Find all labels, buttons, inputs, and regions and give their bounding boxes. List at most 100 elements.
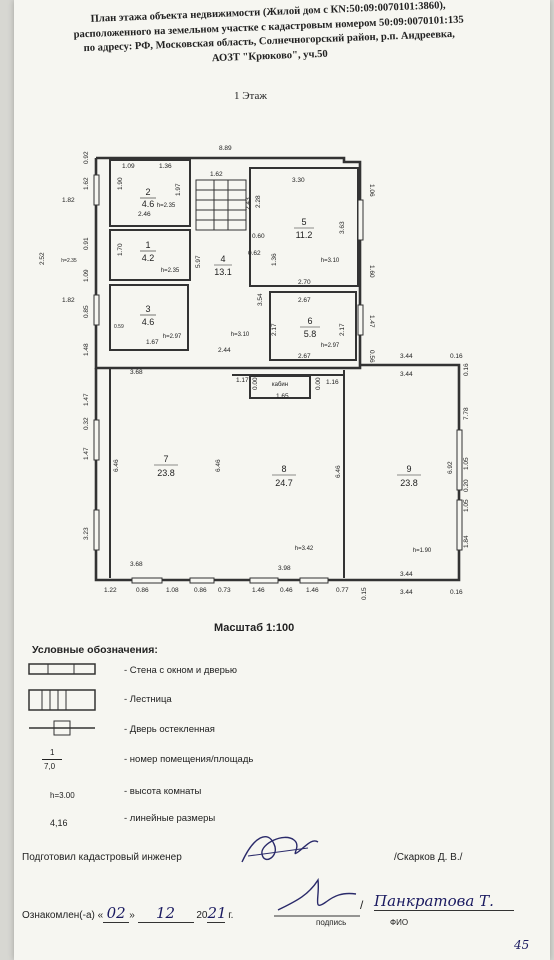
dim-rb-4: 7.78 xyxy=(463,407,470,420)
room-2-area: 4.6 xyxy=(142,199,155,209)
dim-inner-5: 2.43 xyxy=(245,197,252,210)
dim-bottom-3: 1.08 xyxy=(166,587,179,594)
dim-inner-12: 2.70 xyxy=(298,279,311,286)
bottom-wall xyxy=(94,368,360,582)
date-year-prefix: 20 xyxy=(196,910,208,921)
date-year-unit: г. xyxy=(228,910,234,921)
room-3-number: 3 xyxy=(145,304,150,314)
dim-inner-22: 1.16 xyxy=(326,379,339,386)
dim-inner-4: 1.70 xyxy=(117,243,124,256)
floor-plan: 2 4.6 h=2.35 1 4.2 h=2.35 3 4.6 h=2.97 4… xyxy=(39,145,470,600)
document-title: План этажа объекта недвижимости (Жилой д… xyxy=(53,0,485,72)
signature-label: подпись xyxy=(316,918,347,927)
dimension-labels: 8.89 1.09 1.36 1.62 3.30 0.92 1.62 0.91 … xyxy=(39,145,470,600)
glazed-door-symbol xyxy=(29,720,95,736)
dim-inner-30: 3.98 xyxy=(278,565,291,572)
dim-top-4: 3.30 xyxy=(292,177,305,184)
legend-room-divider xyxy=(42,759,62,760)
dim-bottom-9: 0.77 xyxy=(336,587,349,594)
room-3-wall xyxy=(109,284,189,351)
staircase xyxy=(195,179,247,231)
dim-left-5: 0.85 xyxy=(83,305,90,318)
legend-height-example: h=3.00 xyxy=(50,791,75,800)
room-labels: 2 4.6 h=2.35 1 4.2 h=2.35 3 4.6 h=2.97 4… xyxy=(61,187,432,554)
room-4-area: 13.1 xyxy=(214,267,232,277)
dim-inner-14: 3.54 xyxy=(257,293,264,306)
dim-rb-12: 0.16 xyxy=(463,363,470,376)
legend-item-dims: - линейные размеры xyxy=(124,813,216,824)
wall-symbol xyxy=(28,663,96,675)
dim-inner-11: 3.63 xyxy=(339,221,346,234)
document-sheet: План этажа объекта недвижимости (Жилой д… xyxy=(14,0,550,960)
dim-inner-23: 1.65 xyxy=(276,393,289,400)
dim-bottom-5: 0.73 xyxy=(218,587,231,594)
legend-item-room: - номер помещения/площадь xyxy=(124,754,254,765)
dim-left-outer-1: 1.82 xyxy=(62,197,75,204)
room-5-area: 11.2 xyxy=(296,230,313,240)
engineer-signature xyxy=(241,835,319,863)
dim-rb-9: 3.44 xyxy=(400,571,413,578)
cabin-wall xyxy=(249,375,311,399)
dim-inner-2: 1.97 xyxy=(175,183,182,196)
dim-inner-19: 1.17 xyxy=(236,377,249,384)
dim-left-10: 3.23 xyxy=(83,527,90,540)
cabin-label: кабин xyxy=(272,382,288,388)
dim-inner-6: 5.97 xyxy=(195,255,202,268)
dim-inner-25: 6.46 xyxy=(113,459,120,472)
room-6-number: 6 xyxy=(307,316,312,326)
dim-left-outer-2: 1.82 xyxy=(62,297,75,304)
room-3-area: 4.6 xyxy=(142,317,155,327)
legend-item-height: - высота комнаты xyxy=(124,786,202,797)
fio-label: ФИО xyxy=(390,918,409,927)
fio-separator: / xyxy=(360,898,364,912)
dim-rb-11: 0.16 xyxy=(450,589,463,596)
room-4-number: 4 xyxy=(220,254,225,264)
room-8-number: 8 xyxy=(281,464,286,474)
dim-left-6: 1.48 xyxy=(83,343,90,356)
dim-rb-10: 3.44 xyxy=(400,589,413,596)
room-1-wall xyxy=(109,229,191,281)
dim-bottom-1: 1.22 xyxy=(104,587,117,594)
dim-rb-7: 1.05 xyxy=(463,499,470,512)
dim-rb-3: 3.44 xyxy=(400,371,413,378)
stair-symbol xyxy=(28,689,96,711)
dim-inner-20: 0.00 xyxy=(252,377,259,390)
room-9-number: 9 xyxy=(406,464,411,474)
dim-bottom-10: 0.15 xyxy=(361,587,368,600)
dim-right-3: 1.47 xyxy=(368,315,375,328)
dim-inner-1: 1.90 xyxy=(117,177,124,190)
dim-rb-6: 0.20 xyxy=(463,479,470,492)
fio-handwritten: Панкратова Т. xyxy=(374,892,514,911)
dim-inner-10: 1.36 xyxy=(271,253,278,266)
stair-height-note: h=2.35 xyxy=(61,258,77,264)
dim-inner-13: 2.67 xyxy=(298,297,311,304)
dim-right-4: 0.56 xyxy=(368,350,375,363)
room-3-height: h=2.97 xyxy=(163,334,182,340)
room-7-area: 23.8 xyxy=(157,468,175,478)
windows xyxy=(93,174,463,584)
dim-left-3: 0.91 xyxy=(83,237,90,250)
dim-right-1: 1.06 xyxy=(368,184,375,197)
room-7-number: 7 xyxy=(163,454,168,464)
acquainted-text: Ознакомлен(-а) xyxy=(22,910,95,921)
room-8-height: h=3.42 xyxy=(295,546,314,552)
legend-item-stairs: - Лестница xyxy=(124,694,172,705)
dim-top-2: 1.36 xyxy=(159,163,172,170)
room-6-area: 5.8 xyxy=(304,329,317,339)
dim-left-4: 1.09 xyxy=(83,269,90,282)
dim-inner-17: 2.67 xyxy=(298,353,311,360)
dim-bottom-2: 0.86 xyxy=(136,587,149,594)
legend-dim-example: 4,16 xyxy=(50,818,68,828)
legend-title: Условные обозначения: xyxy=(32,644,158,656)
engineer-name: /Скарков Д. В./ xyxy=(394,852,463,863)
acquainted-label: Ознакомлен(-а) «02» 12 2021 г. xyxy=(22,904,234,923)
legend-room-area-example: 7,0 xyxy=(44,762,56,771)
room-1-number: 1 xyxy=(145,240,150,250)
page-number: 45 xyxy=(514,938,530,952)
dim-inner-15: 2.17 xyxy=(271,323,278,336)
floor-label: 1 Этаж xyxy=(234,90,267,102)
date-month: 12 xyxy=(137,904,194,923)
dim-bottom-4: 0.86 xyxy=(194,587,207,594)
dim-inner-8: 0.60 xyxy=(252,233,265,240)
room-2-number: 2 xyxy=(145,187,150,197)
